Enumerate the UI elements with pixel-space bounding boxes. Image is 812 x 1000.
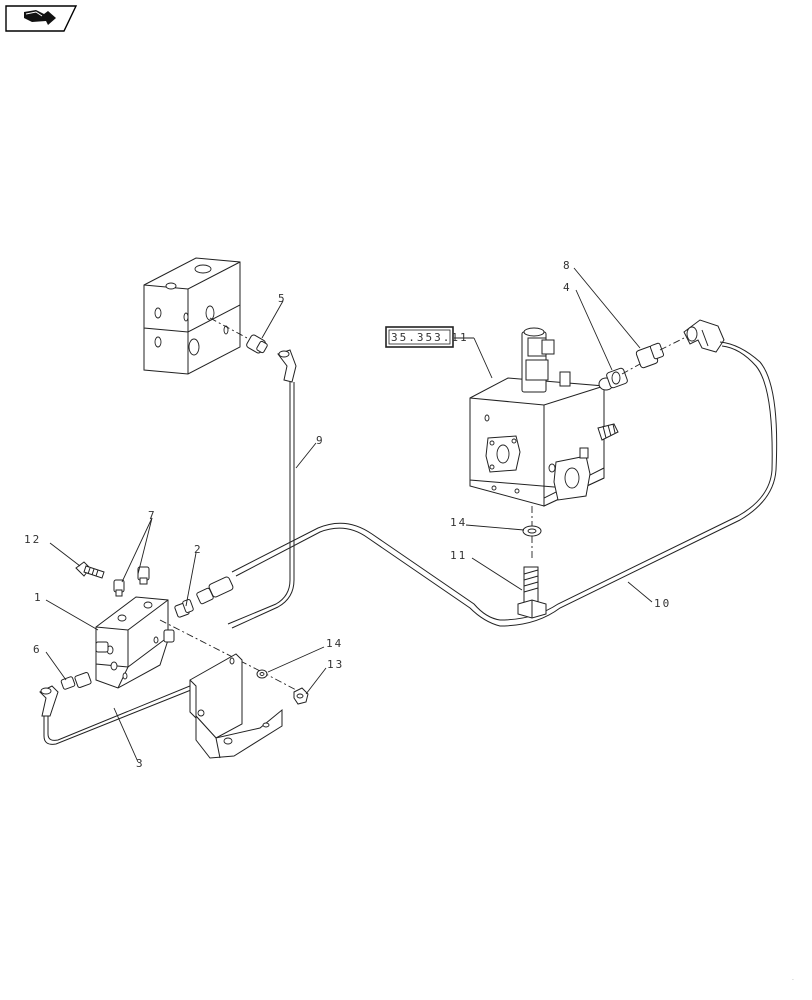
- bolt-11: [517, 566, 547, 619]
- fitting-8: [635, 342, 665, 369]
- mounting-bracket: [189, 653, 283, 759]
- callout-10: 10: [654, 597, 671, 610]
- hose-10: [235, 341, 778, 627]
- fitting-4: [598, 367, 628, 391]
- callout-2: 2: [194, 543, 203, 556]
- elbow-fitting-right: [683, 319, 725, 353]
- hose-end-fitting: [196, 576, 234, 605]
- reference-label: 35.353.11: [391, 331, 469, 344]
- callout-14-upper: 14: [450, 516, 467, 529]
- nav-button[interactable]: [5, 5, 78, 32]
- callout-13: 13: [327, 658, 344, 671]
- hose-9: [227, 382, 291, 625]
- bolt-12: [75, 561, 105, 579]
- callout-6: 6: [33, 643, 42, 656]
- callout-9: 9: [316, 434, 325, 447]
- callout-4: 4: [563, 281, 572, 294]
- callout-5: 5: [278, 292, 287, 305]
- fitting-7b: [137, 566, 150, 585]
- upper-valve-block: [143, 257, 241, 375]
- callout-7: 7: [148, 509, 157, 522]
- fitting-6: [60, 672, 92, 690]
- callout-11: 11: [450, 549, 467, 562]
- nut-13: [293, 687, 309, 705]
- washer-14-lower: [256, 669, 268, 679]
- fitting-5: [246, 334, 268, 354]
- washer-14-upper: [522, 525, 542, 537]
- block-fitting-right: [163, 629, 175, 643]
- callout-1: 1: [34, 591, 43, 604]
- manifold-block-1: [95, 596, 169, 689]
- right-valve-block: [469, 327, 619, 507]
- fitting-2: [174, 599, 194, 618]
- corner-mark: .: [792, 975, 794, 982]
- callout-8: 8: [563, 259, 572, 272]
- callout-14-lower: 14: [326, 637, 343, 650]
- callout-3: 3: [136, 757, 145, 770]
- reference-box[interactable]: 35.353.11: [385, 326, 469, 348]
- callout-12: 12: [24, 533, 41, 546]
- elbow-fitting-upper: [277, 349, 297, 383]
- fitting-7a: [113, 579, 125, 597]
- elbow-fitting-left: [39, 685, 59, 717]
- page-turn-arrow-icon: [24, 10, 56, 25]
- block-fitting-left: [95, 641, 109, 653]
